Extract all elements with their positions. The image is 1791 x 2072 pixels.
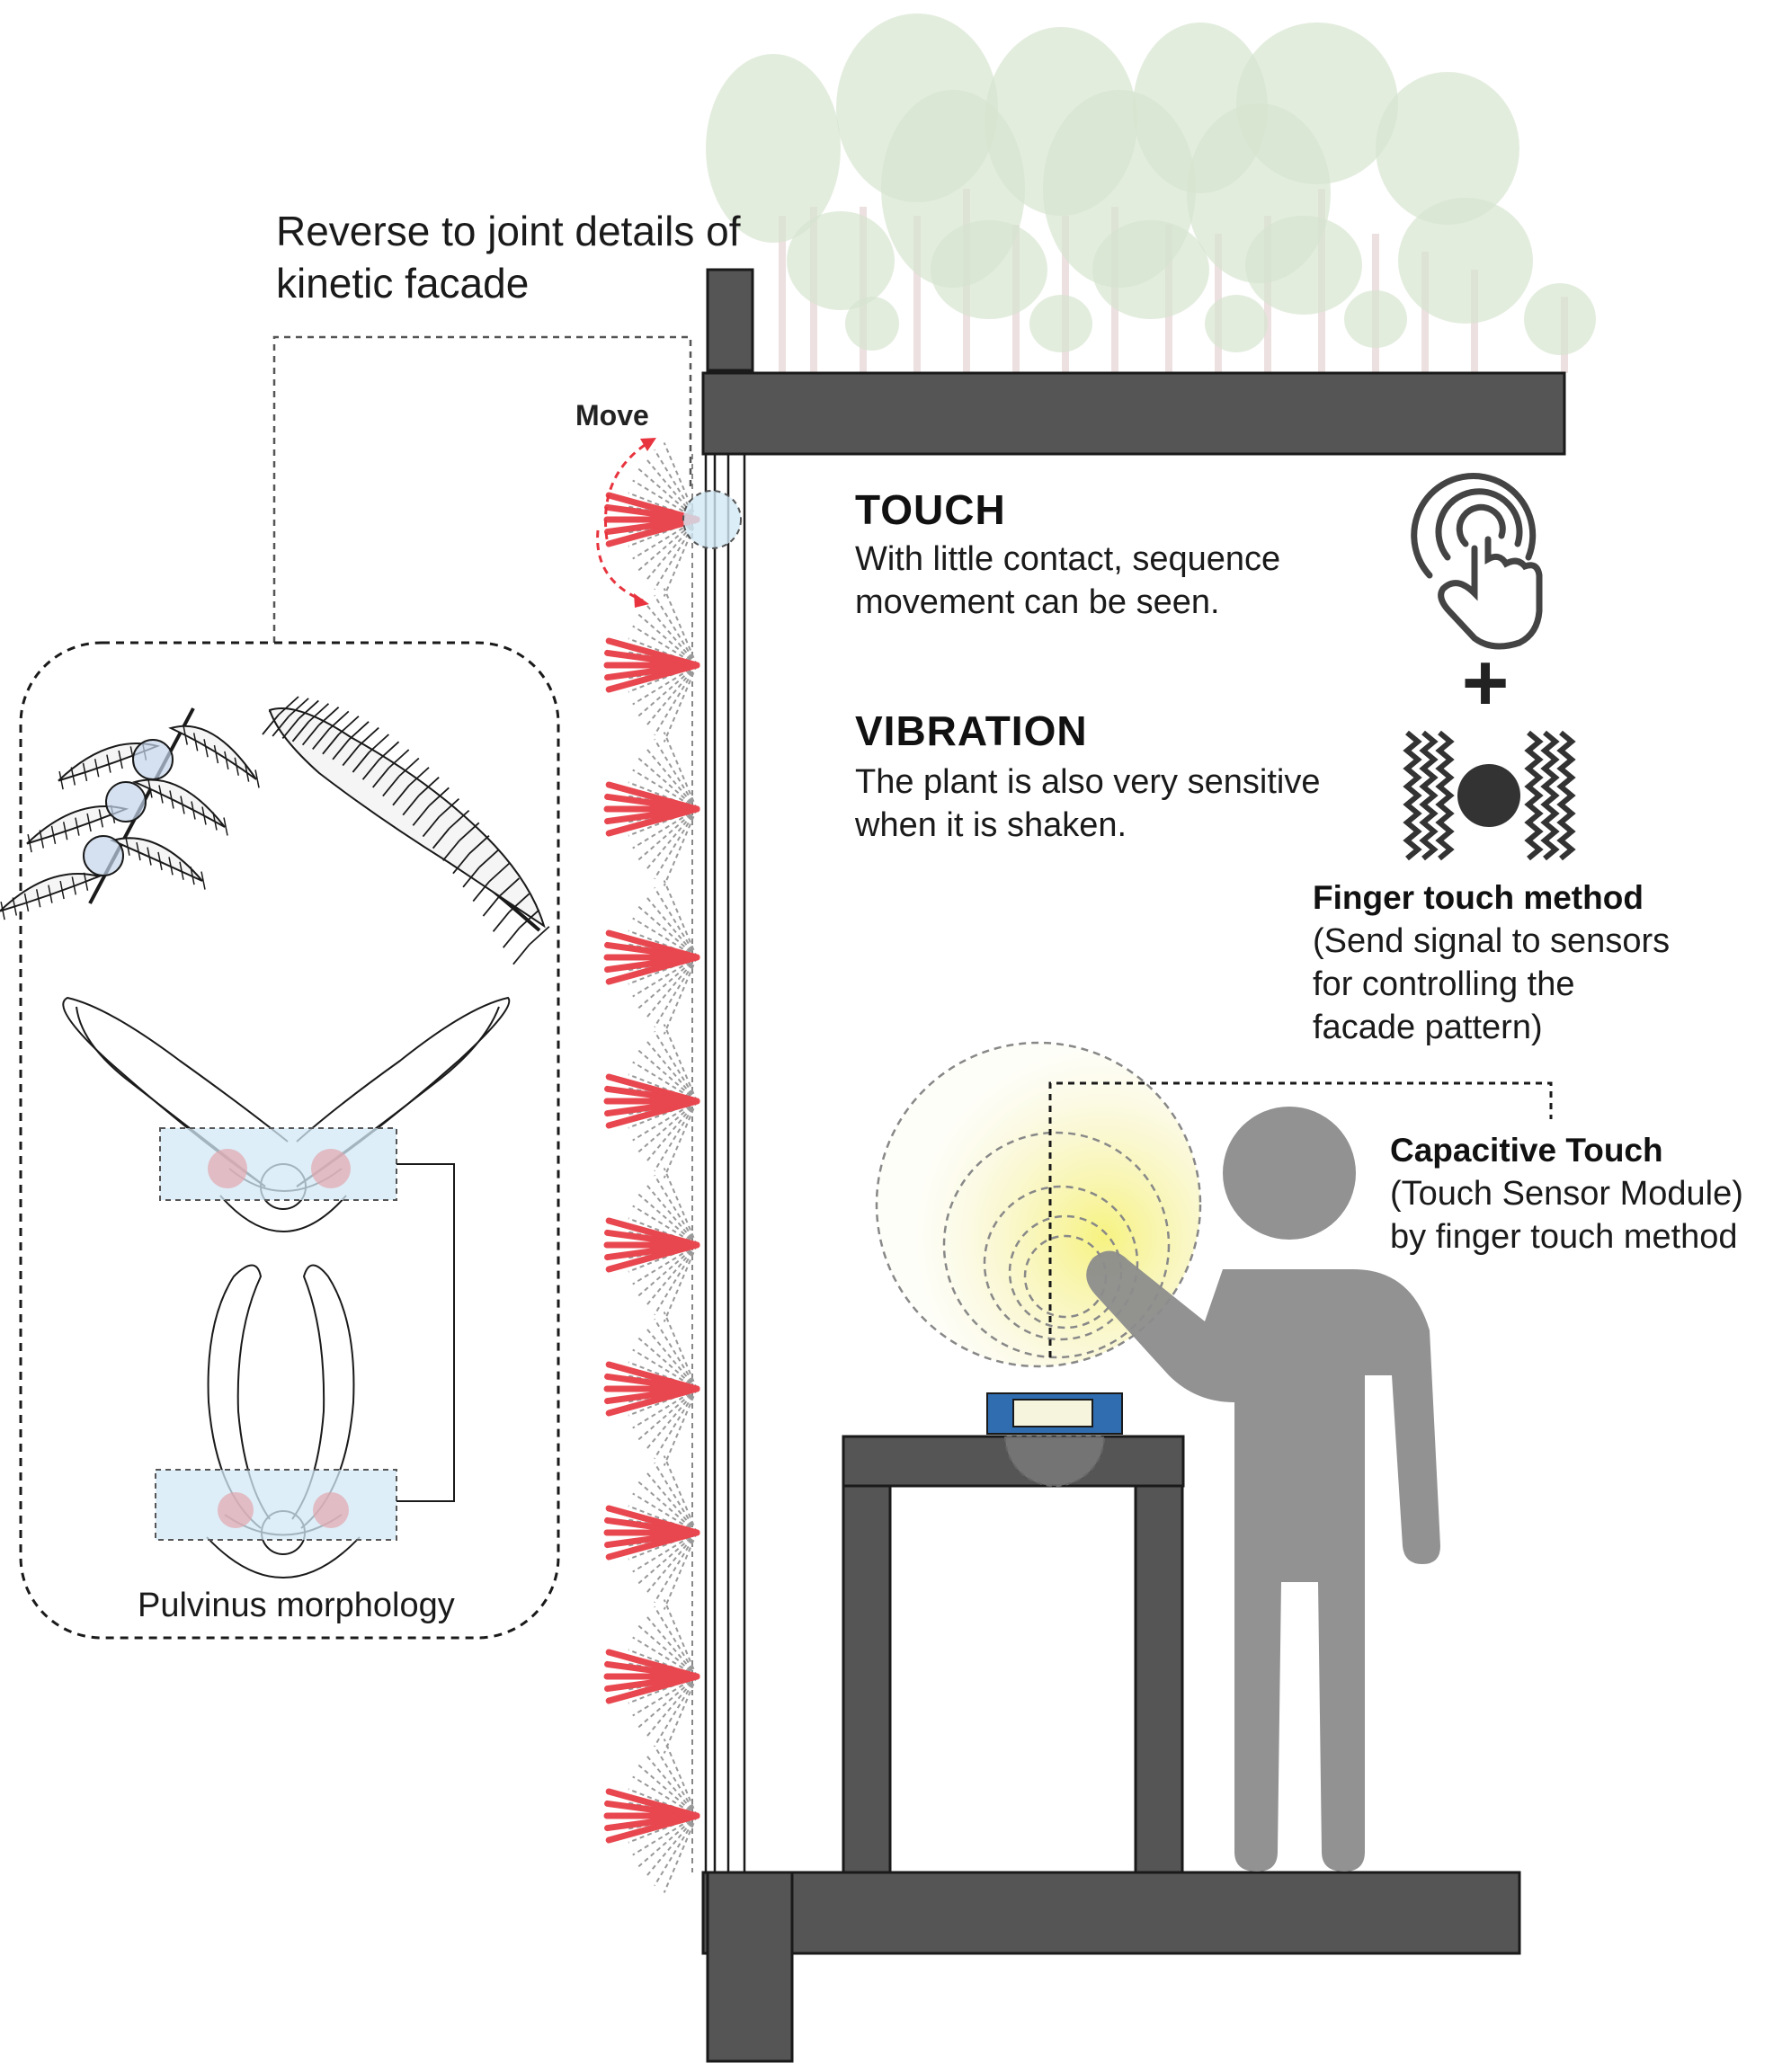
table <box>842 1435 1185 1874</box>
plus-icon: + <box>1462 638 1510 728</box>
fin-cluster <box>603 1599 700 1754</box>
touch-heading: TOUCH <box>855 486 1006 533</box>
fin-cluster <box>603 1455 700 1610</box>
pulvinus-connector <box>397 1163 455 1502</box>
parapet <box>706 268 754 372</box>
highlighted-joint <box>682 490 742 549</box>
vibration-description: The plant is also very sensitive when it… <box>855 760 1320 847</box>
fin-cluster <box>603 588 700 743</box>
pulvinus-closed-sketch <box>155 1264 397 1578</box>
fin-cluster <box>603 880 700 1035</box>
figure-title: Reverse to joint details of kinetic faca… <box>276 205 741 309</box>
finger-touch-block: Finger touch method (Send signal to sens… <box>1313 876 1670 1049</box>
title-line-2: kinetic facade <box>276 260 530 307</box>
capacitive-line-1: (Touch Sensor Module) <box>1390 1175 1743 1213</box>
touch-fingerprint-icon <box>1411 472 1543 650</box>
vibration-line-1: The plant is also very sensitive <box>855 763 1321 801</box>
title-leader-line <box>272 335 692 643</box>
vibration-heading: VIBRATION <box>855 707 1088 754</box>
finger-touch-line-1: (Send signal to sensors <box>1313 922 1671 960</box>
capacitive-line-2: by finger touch method <box>1390 1218 1738 1256</box>
arrow-heads <box>634 438 656 608</box>
touch-line-1: With little contact, sequence <box>855 540 1281 578</box>
capacitive-block: Capacitive Touch (Touch Sensor Module) b… <box>1390 1129 1743 1258</box>
building-structure <box>701 268 1566 2063</box>
fern-leaf-sketch <box>262 696 550 965</box>
fin-cluster <box>603 1312 700 1466</box>
touch-sensor-module <box>986 1392 1123 1487</box>
move-label: Move <box>575 399 649 431</box>
title-line-1: Reverse to joint details of <box>276 208 741 254</box>
touch-line-2: movement can be seen. <box>855 583 1220 621</box>
finger-touch-line-3: facade pattern) <box>1313 1009 1543 1046</box>
mimosa-leaflets-sketch <box>0 707 260 920</box>
roof-slab <box>701 371 1566 456</box>
fin-cluster <box>603 1024 700 1178</box>
fin-cluster <box>603 442 700 597</box>
finger-touch-heading: Finger touch method <box>1313 879 1644 916</box>
kinetic-fins <box>603 442 700 1893</box>
facade-glazing <box>691 454 746 1872</box>
pulvinus-callout-box <box>19 641 560 1640</box>
person-figure <box>1086 1107 1440 1872</box>
vibration-icon <box>1403 730 1576 861</box>
floor-beam-down <box>706 1871 794 2063</box>
vibration-line-2: when it is shaken. <box>855 806 1127 844</box>
fin-cluster <box>603 1168 700 1322</box>
pulvinus-caption: Pulvinus morphology <box>138 1587 455 1624</box>
roof-trees <box>706 13 1596 373</box>
finger-touch-line-2: for controlling the <box>1313 965 1575 1003</box>
touch-description: With little contact, sequence movement c… <box>855 538 1280 624</box>
floor-slab <box>701 1871 1521 1955</box>
move-arrows <box>596 441 648 602</box>
fin-cluster <box>603 1739 700 1893</box>
fin-cluster <box>603 732 700 886</box>
capacitive-heading: Capacitive Touch <box>1390 1132 1663 1169</box>
pulvinus-open-sketch <box>62 996 511 1232</box>
